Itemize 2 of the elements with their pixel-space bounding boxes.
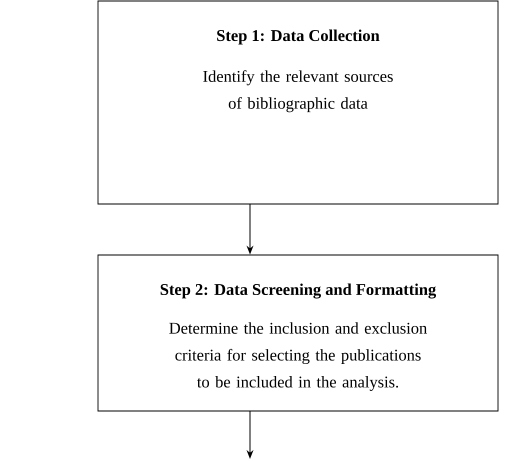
process-box: Step 1: Data Collection Identify the relevant sources of bibliographic data [98, 0, 498, 204]
process-box: Step 2: Data Screening and Formatting Determine the inclusion and exclusion criteria for selecting the publications to be included in the analysis. [98, 254, 498, 412]
